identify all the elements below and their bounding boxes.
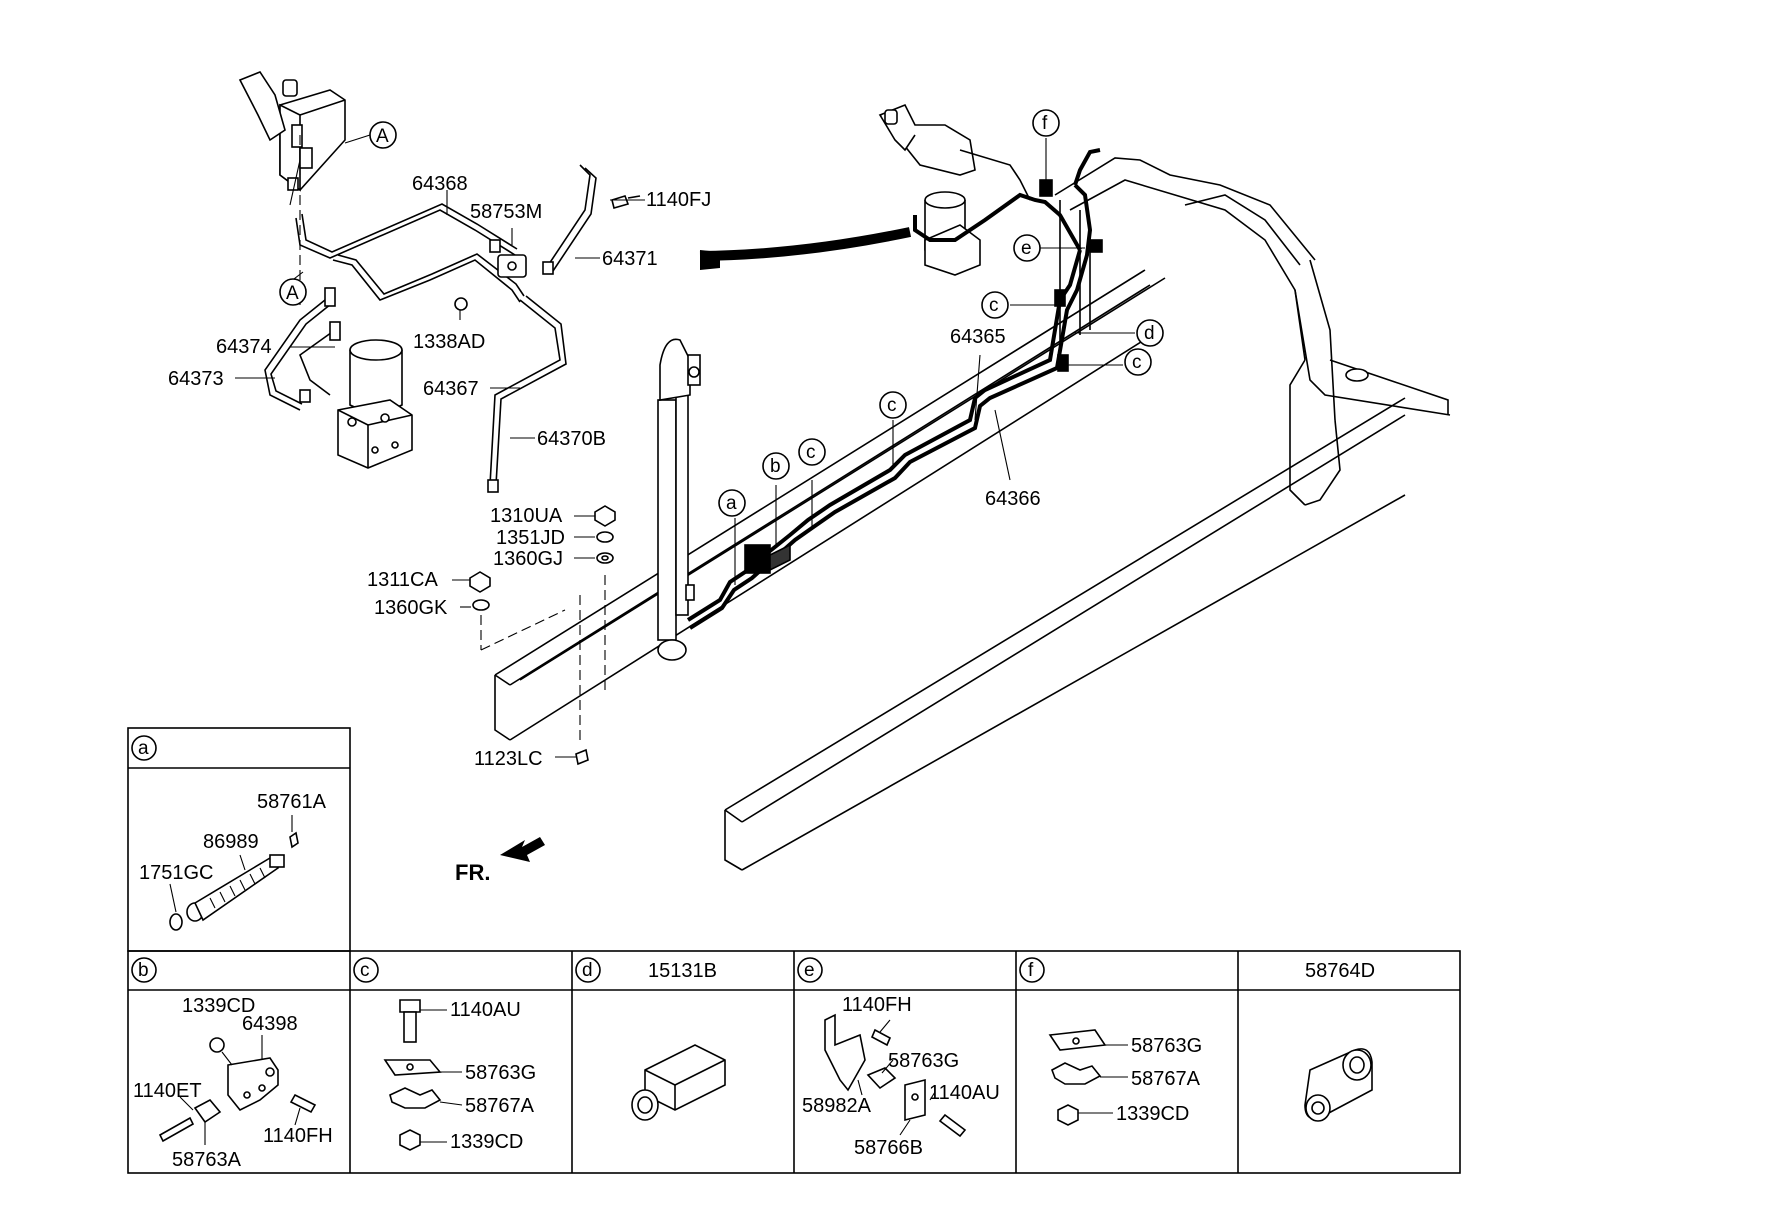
label-64368: 64368 <box>412 173 468 195</box>
svg-text:a: a <box>726 493 737 514</box>
detail-panel-f: f 58763G 58767A 1339CD <box>1019 957 1202 1126</box>
svg-text:b: b <box>770 456 781 477</box>
svg-text:c: c <box>1132 352 1142 373</box>
connection-arrow <box>699 227 912 261</box>
fr-label: FR. <box>455 860 490 885</box>
valve-block-assembly <box>238 71 346 206</box>
pump-motor-assembly <box>337 339 413 469</box>
callout-b: b <box>762 452 790 480</box>
front-direction-arrow: FR. <box>455 837 545 885</box>
callout-a: a <box>718 489 746 517</box>
label-58763G-f: 58763G <box>1131 1035 1202 1057</box>
svg-text:f: f <box>1028 960 1034 981</box>
callout-A-top: A <box>369 121 397 149</box>
label-1339CD-c: 1339CD <box>450 1131 523 1153</box>
label-64366: 64366 <box>985 488 1041 510</box>
label-1311CA: 1311CA <box>367 569 438 591</box>
svg-text:d: d <box>1144 323 1155 344</box>
hydraulic-cylinder <box>657 338 701 661</box>
detail-panel-c: c 1140AU 58763G 58767A 1339CD <box>353 957 536 1153</box>
hydraulic-tubes-left <box>264 164 641 493</box>
label-58767A-f: 58767A <box>1131 1068 1201 1090</box>
mounted-pump-assembly <box>878 103 1031 276</box>
label-64371: 64371 <box>602 248 658 270</box>
callout-c-1: c <box>981 291 1009 319</box>
svg-text:f: f <box>1042 113 1048 134</box>
label-58753M: 58753M <box>470 201 542 223</box>
label-64365: 64365 <box>950 326 1006 348</box>
svg-text:d: d <box>582 960 593 981</box>
callout-d: d <box>1136 319 1164 347</box>
label-1360GK: 1360GK <box>374 597 448 619</box>
detail-panel-a: a 58761A 86989 1751GC <box>127 727 351 952</box>
label-1339CD: 1339CD <box>182 995 255 1017</box>
label-1360GJ: 1360GJ <box>493 548 563 570</box>
label-58761A: 58761A <box>257 791 327 813</box>
label-1140AU: 1140AU <box>450 999 521 1021</box>
svg-text:e: e <box>804 960 815 981</box>
label-1351JD: 1351JD <box>496 527 565 549</box>
label-58767A: 58767A <box>465 1095 535 1117</box>
label-64367: 64367 <box>423 378 479 400</box>
label-15131B: 15131B <box>648 960 717 982</box>
svg-text:A: A <box>376 126 389 147</box>
callout-c-3: c <box>879 391 907 419</box>
svg-text:a: a <box>138 738 149 759</box>
label-64374: 64374 <box>216 336 272 358</box>
detail-panel-e: e 1140FH 58763G 58982A 1140AU 58766B <box>797 957 1000 1159</box>
svg-text:A: A <box>286 283 299 304</box>
detail-panels-row <box>127 950 1461 1174</box>
callout-c-4: c <box>798 438 826 466</box>
svg-text:c: c <box>989 295 999 316</box>
label-58763G-e: 58763G <box>888 1050 959 1072</box>
label-1140FH: 1140FH <box>263 1125 333 1147</box>
callout-e: e <box>1013 234 1041 262</box>
label-64373: 64373 <box>168 368 224 390</box>
svg-text:b: b <box>138 960 149 981</box>
label-1140FJ: 1140FJ <box>646 189 711 211</box>
chassis-frame <box>494 157 1451 871</box>
detail-panel-d: d 15131B <box>575 957 726 1121</box>
label-58764D: 58764D <box>1305 960 1375 982</box>
callout-f: f <box>1032 109 1060 137</box>
label-1338AD: 1338AD <box>413 331 485 353</box>
label-1339CD-f: 1339CD <box>1116 1103 1189 1125</box>
label-1140FH-e: 1140FH <box>842 994 912 1016</box>
main-hydraulic-line <box>686 148 1103 630</box>
detail-panel-58764D: 58764D <box>1304 960 1375 1122</box>
svg-text:c: c <box>360 960 370 981</box>
label-1140ET: 1140ET <box>133 1080 202 1102</box>
label-1310UA: 1310UA <box>490 505 563 527</box>
fastener-stack <box>469 505 616 766</box>
label-58763A: 58763A <box>172 1149 242 1171</box>
label-58982A: 58982A <box>802 1095 872 1117</box>
svg-text:e: e <box>1021 238 1032 259</box>
callout-A-bottom: A <box>279 278 307 306</box>
svg-text:c: c <box>806 442 816 463</box>
label-1123LC: 1123LC <box>474 748 543 770</box>
label-58766B: 58766B <box>854 1137 923 1159</box>
label-64370B: 64370B <box>537 428 606 450</box>
detail-panel-b: b 1339CD 64398 1140ET 1140FH 58763A <box>131 957 333 1171</box>
label-86989: 86989 <box>203 831 259 853</box>
label-1751GC: 1751GC <box>139 862 214 884</box>
label-64398: 64398 <box>242 1013 298 1035</box>
callout-c-2: c <box>1124 348 1152 376</box>
svg-text:c: c <box>887 395 897 416</box>
label-1140AU-e: 1140AU <box>929 1082 1000 1104</box>
label-58763G: 58763G <box>465 1062 536 1084</box>
